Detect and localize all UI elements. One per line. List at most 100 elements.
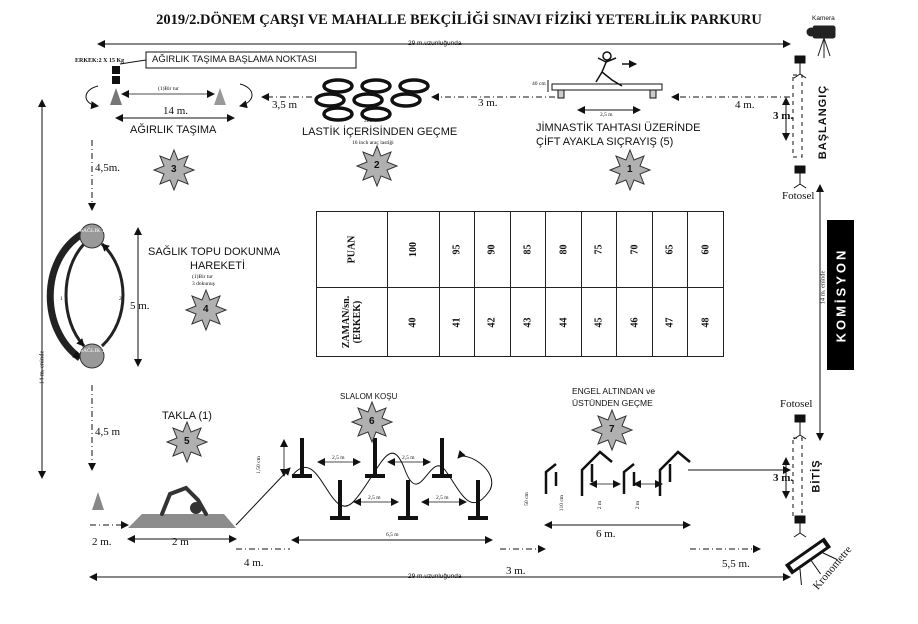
s6-number: 6 (369, 416, 375, 427)
fotosel-top-1 (793, 55, 807, 79)
bottom-length-label: 29 m.uzunluğunda (408, 573, 462, 580)
s3-distance-label: 14 m. (163, 105, 189, 117)
s7-g1: 2 m (597, 500, 604, 510)
score-table: PUAN 100 95 90 85 80 75 70 65 60 ZAMAN/s… (316, 211, 724, 357)
s6-name: SLALOM KOŞU (340, 392, 398, 401)
s1-height: 40 cm (532, 81, 546, 87)
time-cell: 43 (509, 287, 547, 357)
s4-loop-right (100, 242, 125, 348)
s4-n1: 1 (60, 296, 63, 302)
s1-length: 2,5 m (600, 112, 613, 118)
s2-number: 2 (374, 160, 380, 171)
turn-arrow-icon (239, 83, 253, 109)
d-s3-s4: 4,5m. (95, 162, 121, 174)
station-badge-4 (184, 288, 228, 332)
d-start-s1: 4 m. (735, 99, 755, 111)
score-cell: 70 (616, 211, 653, 288)
komisyon-label: KOMİSYON (833, 247, 848, 343)
s1-name-line2: ÇİFT AYAKLA SIÇRAYIŞ (5) (536, 136, 674, 148)
start-lane (792, 74, 803, 158)
score-cell: 90 (474, 211, 511, 288)
start-label: BAŞLANGIÇ (817, 84, 830, 160)
s3-name: AĞIRLIK TAŞIMA (130, 124, 217, 136)
s4-name-line2: HAREKETİ (190, 260, 246, 272)
weight-icon (112, 76, 120, 84)
score-cell: 95 (438, 211, 476, 288)
time-cell: 45 (580, 287, 618, 357)
d-end: 5,5 m. (722, 558, 750, 570)
score-cell: 75 (580, 211, 618, 288)
d-mat: 2 m (172, 536, 189, 548)
time-cell: 46 (616, 287, 653, 357)
s4-name-line1: SAĞLIK TOPU DOKUNMA (148, 246, 281, 258)
s4-sub-line2: 3 dokunuş (192, 281, 215, 287)
kronometre-icon (784, 537, 838, 586)
s3-number: 3 (171, 164, 177, 175)
time-cell: 48 (687, 287, 724, 357)
station-badge-6 (350, 400, 394, 444)
s5-number: 5 (184, 436, 190, 447)
s5-name: TAKLA (1) (162, 410, 212, 422)
time-row: ZAMAN/sn. (ERKEK) 40 41 42 43 44 45 46 4… (316, 287, 724, 357)
turn-arrow-icon (85, 85, 99, 110)
weight-icon (112, 66, 120, 74)
fotosel-top-2 (793, 165, 807, 189)
d-s4-s5: 4,5 m (95, 426, 121, 438)
score-cell: 85 (509, 211, 547, 288)
time-cell: 40 (387, 287, 440, 357)
camera-icon (806, 25, 836, 58)
s7-h1: 50 cm (523, 492, 530, 506)
d-s1-s2: 3 m. (478, 97, 498, 109)
s7-h2: 110 cm (559, 494, 566, 512)
left-side-length: 14 m. eninde (38, 350, 46, 385)
gym-bench-icon (547, 80, 663, 99)
slalom-path (291, 450, 493, 507)
weight-start-label: AĞIRLIK TAŞIMA BAŞLAMA NOKTASI (152, 54, 317, 65)
d-bottom-left: 2 m. (92, 536, 112, 548)
s4-sub-line1: (1)Bir tur (192, 274, 213, 280)
time-cell: 42 (474, 287, 511, 357)
finish-lane (792, 437, 803, 517)
finish-side-distance: 3 m. (773, 472, 794, 484)
station-badge-1 (608, 148, 652, 192)
s6-height: 1,50 cm (255, 456, 262, 474)
route-to-slalom (235, 467, 291, 526)
komisyon-box: KOMİSYON (827, 220, 854, 370)
ball-top-label: SAĞLIK TOPU (80, 228, 116, 234)
camera-label: Kamera (812, 15, 835, 22)
s4-n3: 3 (48, 296, 51, 302)
cone-icon (110, 88, 122, 105)
slalom-poles-icon (292, 438, 488, 520)
rolling-figure-icon (160, 485, 208, 516)
s6-total: 6,5 m (386, 532, 399, 538)
page-title: 2019/2.DÖNEM ÇARŞI VE MAHALLE BEKÇİLİĞİ … (156, 12, 762, 28)
fotosel-bottom-1 (793, 414, 807, 440)
fotosel-bottom-2 (793, 515, 807, 538)
cone-icon (92, 492, 104, 510)
score-cell: 60 (687, 211, 724, 288)
start-side-distance: 3 m. (773, 110, 794, 122)
s7-name-line1: ENGEL ALTINDAN ve (572, 386, 656, 396)
d-after-slalom: 3 m. (506, 565, 526, 577)
s1-name-line1: JİMNASTİK TAHTASI ÜZERİNDE (536, 122, 701, 134)
d-s7: 6 m. (596, 528, 616, 540)
d-after-mat: 4 m. (244, 557, 264, 569)
s4-number: 4 (203, 304, 209, 315)
station-badge-3 (152, 148, 196, 192)
s2-sub: 16 inch araç lastiği (352, 140, 394, 146)
score-row: PUAN 100 95 90 85 80 75 70 65 60 (316, 211, 724, 288)
s4-loop-outer (46, 231, 84, 361)
erkek-weight-label: ERKEK:2 X 15 Kg (75, 58, 125, 64)
s2-name: LASTİK İÇERİSİNDEN GEÇME (302, 126, 458, 138)
score-row-label: PUAN (346, 235, 358, 264)
time-row-label-cell: ZAMAN/sn. (ERKEK) (316, 287, 388, 357)
medicine-ball-icon (79, 223, 105, 249)
time-row-label: ZAMAN/sn. (ERKEK) (341, 295, 363, 349)
s2-tire-length: 2m. (364, 118, 373, 124)
time-cell: 41 (438, 287, 476, 357)
finish-label: BİTİŞ (810, 459, 823, 493)
s7-name-line2: ÜSTÜNDEN GEÇME (572, 398, 653, 408)
mat-icon (128, 514, 236, 528)
